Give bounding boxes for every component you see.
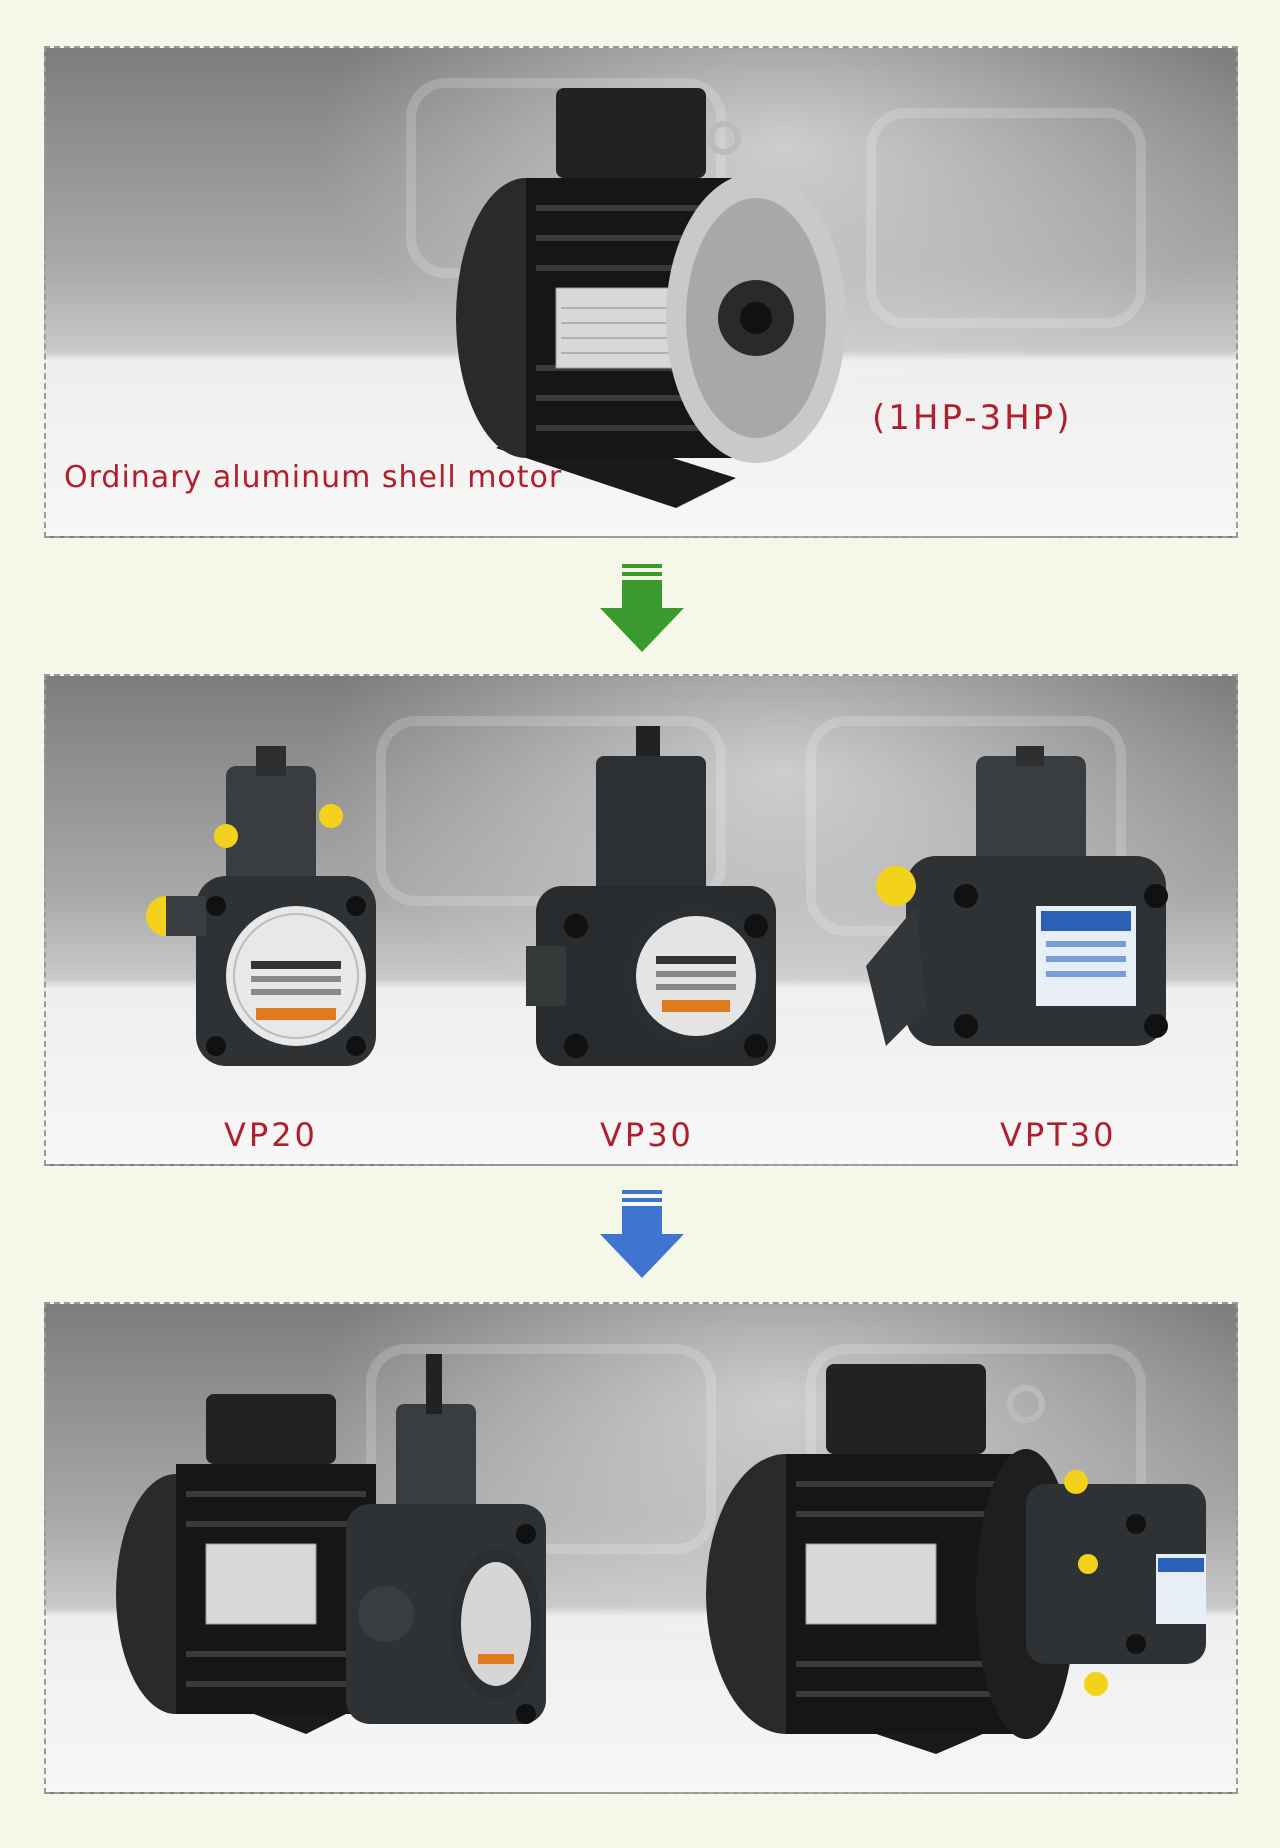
pump-label-vpt30: VPT30: [1000, 1116, 1117, 1154]
motor-panel: Ordinary aluminum shell motor (1HP-3HP): [44, 46, 1238, 538]
motor-pump-assembly-right: [706, 1364, 1206, 1754]
vpt30-pump-image: [866, 746, 1168, 1046]
motor-caption: Ordinary aluminum shell motor: [64, 460, 563, 495]
pump-label-vp30: VP30: [600, 1116, 694, 1154]
vp20-pump-image: [146, 746, 376, 1066]
background-decoration: [866, 108, 1146, 328]
vp30-pump-image: [526, 726, 776, 1066]
pumps-panel: VP20 VP30 VPT30: [44, 674, 1238, 1166]
motor-image: [456, 88, 846, 508]
down-arrow-icon: [600, 1190, 684, 1278]
motor-pump-panel: [44, 1302, 1238, 1794]
down-arrow-icon: [600, 564, 684, 652]
power-range-label: (1HP-3HP): [872, 398, 1073, 438]
pump-label-vp20: VP20: [224, 1116, 318, 1154]
motor-pump-assembly-left: [116, 1354, 546, 1734]
